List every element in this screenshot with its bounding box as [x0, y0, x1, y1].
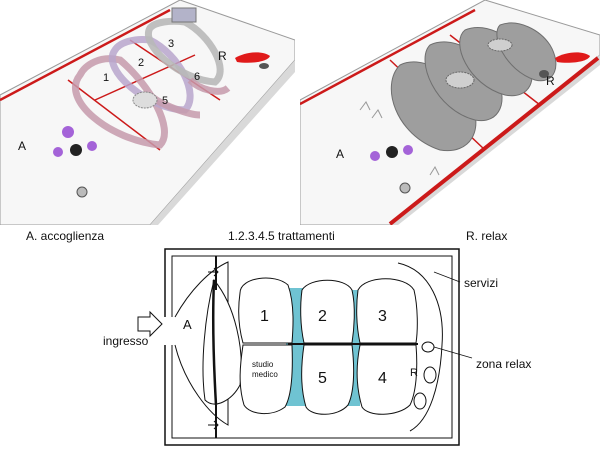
- label-room-6: 6: [194, 71, 200, 83]
- red-divider-line: [67, 79, 161, 151]
- label-room-3: 3: [378, 308, 387, 325]
- inner-wall: [171, 255, 453, 439]
- room-studio: [239, 344, 293, 414]
- floor-slab: [0, 0, 295, 225]
- lamp: [539, 70, 549, 78]
- relax-furniture: [413, 341, 437, 410]
- door-arrow-bottom: [208, 420, 219, 430]
- red-wall-line: [300, 8, 476, 106]
- lamp: [259, 63, 269, 69]
- stools: [53, 126, 97, 198]
- stools: [370, 145, 413, 194]
- label-studio: studio: [252, 360, 274, 369]
- label-a: A: [183, 317, 192, 332]
- ribbon-walls: [72, 17, 231, 149]
- render-treatment-ribbons: A R 1 2 3 5 6: [0, 0, 295, 225]
- caption-trattamenti: 1.2.3.4.5 trattamenti: [228, 229, 335, 243]
- outer-wall: [164, 248, 460, 446]
- leader-zona-relax: [433, 346, 473, 359]
- room-3: [356, 278, 418, 344]
- fixture: [171, 7, 197, 23]
- room-2: [300, 279, 355, 344]
- leader-servizi: [433, 271, 461, 283]
- relax-zone-boundary: [397, 262, 443, 432]
- door-arrow-top: [208, 267, 219, 277]
- lattice-panel: [132, 91, 158, 109]
- reception-wall: [202, 278, 242, 405]
- red-floor-edge: [388, 56, 600, 225]
- label-a: A: [18, 139, 26, 153]
- red-wall-line: [0, 8, 171, 102]
- label-medico: medico: [252, 370, 278, 379]
- reception-curve: [174, 261, 229, 426]
- label-room-3: 3: [168, 38, 174, 50]
- relax-bed: [555, 52, 590, 63]
- render-treatment-volumes: A R: [300, 0, 600, 225]
- label-room-5: 5: [162, 95, 168, 107]
- figures: [359, 101, 440, 176]
- label-room-4: 4: [378, 370, 387, 387]
- caption-relax: R. relax: [466, 229, 508, 243]
- caption-accoglienza: A. accoglienza: [26, 229, 105, 243]
- entrance-arrow: [137, 310, 163, 338]
- floor-edge: [150, 60, 295, 225]
- treatment-rooms: [238, 277, 418, 415]
- room-4: [356, 344, 418, 415]
- label-r: R: [546, 74, 555, 88]
- label-r: R: [218, 49, 227, 63]
- label-a: A: [336, 147, 344, 161]
- label-room-1: 1: [260, 308, 269, 325]
- floor-plan: ingresso A servizi zona relax R studio m…: [103, 248, 531, 446]
- lattice-panel: [487, 38, 513, 52]
- label-room-2: 2: [138, 57, 144, 69]
- label-zona-relax: zona relax: [476, 357, 531, 371]
- room-5: [301, 344, 355, 415]
- label-room-1: 1: [103, 72, 109, 84]
- label-ingresso: ingresso: [103, 334, 149, 348]
- room-1: [238, 277, 294, 344]
- reception-wall-thick: [211, 279, 218, 406]
- relax-bed: [235, 52, 270, 63]
- lattice-panel: [445, 71, 475, 89]
- label-servizi: servizi: [464, 276, 498, 290]
- label-room-2: 2: [318, 308, 327, 325]
- label-room-5: 5: [318, 370, 327, 387]
- entrance-gap: [163, 317, 175, 345]
- label-r: R: [410, 367, 418, 379]
